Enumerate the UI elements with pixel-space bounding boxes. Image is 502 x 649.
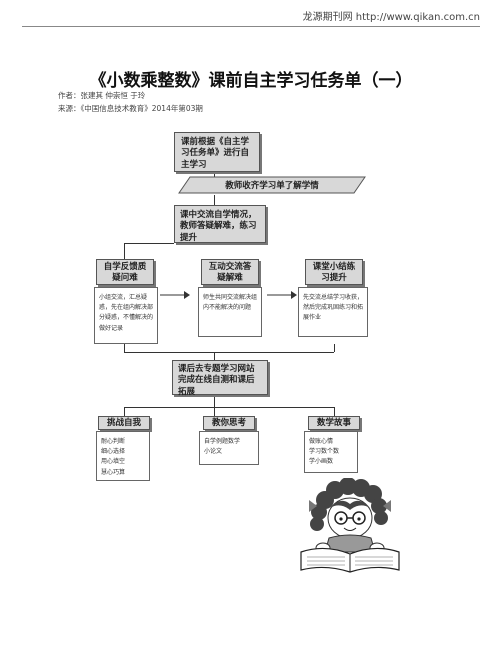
step-after-class-text: 课后去专题学习网站完成在线自测和课后拓展 bbox=[178, 364, 255, 397]
connector bbox=[214, 195, 215, 205]
step-collect-box: 教师收齐学习单了解学情 bbox=[178, 176, 366, 194]
bottom-challenge-title: 挑战自我 bbox=[98, 416, 150, 430]
mid-feedback-title: 自学反馈质疑问难 bbox=[96, 259, 154, 285]
step-class-text: 课中交流自学情况，教师答疑解难，练习提升 bbox=[180, 210, 257, 243]
connector bbox=[124, 243, 174, 244]
bottom-think-note: 自学例题数学 小论文 bbox=[199, 431, 259, 465]
mid-interact-title: 互动交流答疑解难 bbox=[201, 259, 259, 285]
step-self-study-box: 课前根据《自主学习任务单》进行自主学习 bbox=[174, 132, 260, 172]
connector bbox=[334, 407, 335, 416]
step-class-box: 课中交流自学情况，教师答疑解难，练习提升 bbox=[174, 205, 266, 243]
connector bbox=[214, 172, 215, 177]
step-after-class-box: 课后去专题学习网站完成在线自测和课后拓展 bbox=[172, 360, 268, 397]
mid-summary-note: 先交流总结学习收获，然后完成巩固练习和拓展作业 bbox=[298, 287, 368, 337]
step-collect-text: 教师收齐学习单了解学情 bbox=[225, 181, 319, 191]
girl-reading-illustration bbox=[300, 478, 400, 573]
bottom-story-note: 做账心情 学习数个数 学小画数 bbox=[304, 431, 358, 473]
mid-interact-note: 师生共同交流解决组内不能解决的问题 bbox=[198, 287, 262, 337]
parallelogram-shape bbox=[178, 176, 366, 194]
connector bbox=[214, 407, 215, 416]
mid-feedback-note: 小组交流，汇总疑惑，先在组内解决部分疑惑，不懂解决的做好记录 bbox=[94, 287, 158, 344]
connector bbox=[214, 395, 215, 407]
connector bbox=[214, 352, 215, 360]
connector bbox=[124, 407, 334, 408]
step-self-study-text: 课前根据《自主学习任务单》进行自主学习 bbox=[181, 137, 250, 170]
article-source: 来源：《中国信息技术教育》2014年第03期 bbox=[58, 104, 203, 113]
bottom-challenge-note: 耐心判断 细心选择 用心填空 慧心巧算 bbox=[96, 431, 150, 481]
connector bbox=[334, 344, 335, 352]
source-header: 龙源期刊网 http://www.qikan.com.cn bbox=[22, 8, 480, 27]
arrow-right-icon bbox=[160, 291, 190, 299]
connector bbox=[124, 344, 125, 352]
article-authors: 作者：张建其 仲崇恒 于玲 bbox=[58, 91, 146, 100]
mid-summary-title: 课堂小结练习提升 bbox=[305, 259, 363, 285]
bottom-story-title: 数学故事 bbox=[308, 416, 360, 430]
connector bbox=[124, 243, 125, 259]
bottom-think-title: 教你思考 bbox=[203, 416, 255, 430]
article-title: 《小数乘整数》课前自主学习任务单（一） bbox=[89, 71, 413, 91]
connector bbox=[124, 407, 125, 416]
arrow-right-icon bbox=[267, 291, 297, 299]
connector bbox=[124, 352, 334, 353]
